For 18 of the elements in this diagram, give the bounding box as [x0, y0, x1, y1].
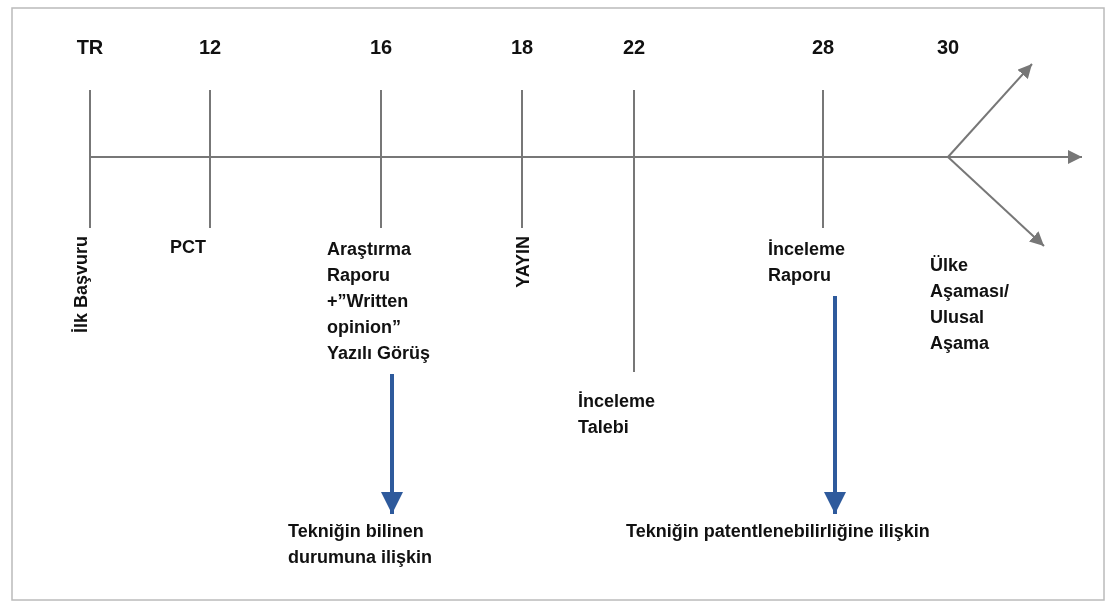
milestone-label: İlk Başvuru	[70, 236, 92, 334]
milestone-label: Araştırma Raporu +”Written opinion” Yazılı Görüş	[327, 236, 437, 366]
tick-label: 30	[935, 35, 961, 60]
milestone-label: YAYIN	[512, 236, 534, 288]
tick-label: 16	[368, 35, 394, 60]
tick-label: TR	[75, 35, 105, 60]
milestone-label: İnceleme Raporu	[768, 236, 878, 288]
arrow	[824, 296, 846, 514]
tick-label: 12	[197, 35, 223, 60]
note-text: Tekniğin patentlenebilirliğine ilişkin	[626, 518, 1026, 544]
arrow	[381, 374, 403, 514]
milestone-label: İnceleme Talebi	[578, 390, 657, 439]
tick-label: 18	[509, 35, 535, 60]
tick-label: 22	[621, 35, 647, 60]
milestone-label: PCT	[170, 236, 207, 259]
tick-label: 28	[810, 35, 836, 60]
note-text: Tekniğin bilinen durumuna ilişkin	[288, 518, 488, 570]
milestone-label: Ülke Aşaması/ Ulusal Aşama	[930, 254, 1011, 355]
